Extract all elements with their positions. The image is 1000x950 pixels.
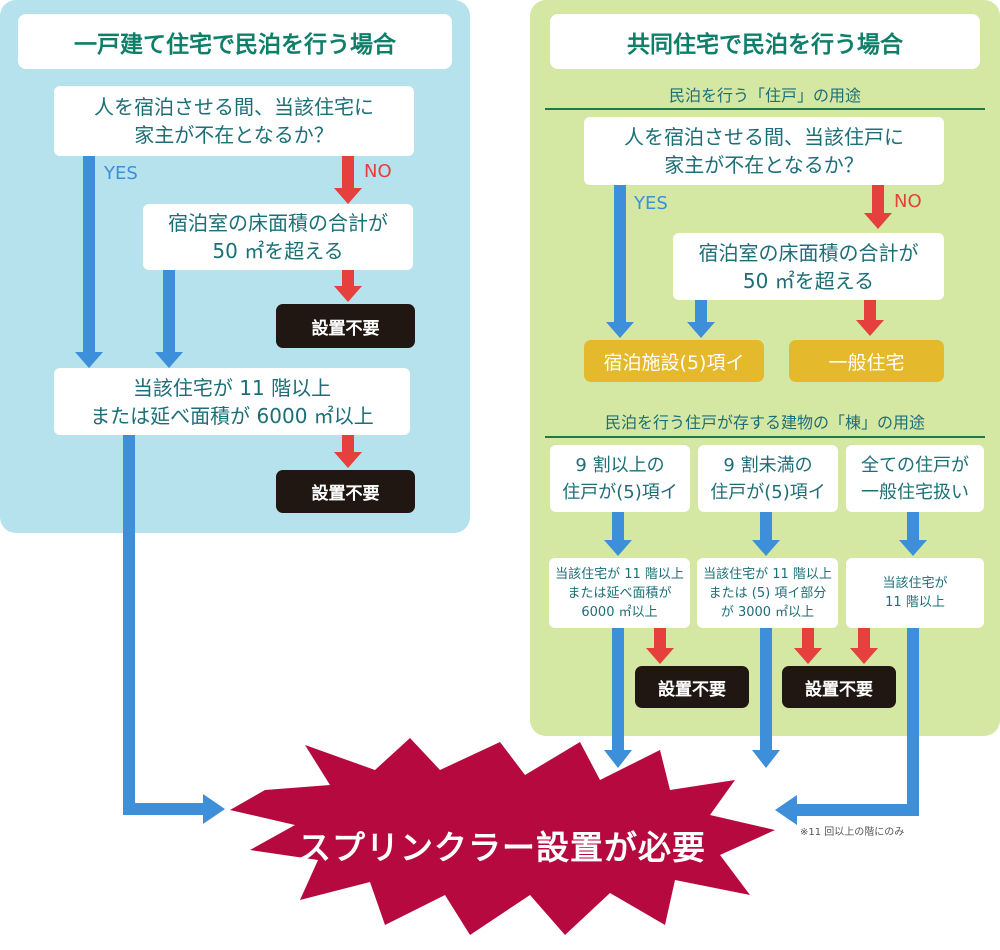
section-building-use: 民泊を行う住戸が存する建物の「棟」の用途: [604, 413, 925, 432]
red-arrows: [334, 155, 892, 664]
left-question-host-absent: 人を宿泊させる間、当該住宅に 家主が不在となるか？: [54, 86, 414, 156]
result-general-housing: 一般住宅: [789, 340, 944, 382]
detached-house-title: 一戸建て住宅で民泊を行う場合: [18, 14, 452, 69]
col2-condition: 当該住宅が 11 階以上 または (5) 項イ部分 が 3000 ㎡以上: [697, 558, 838, 628]
right-yes-label: YES: [634, 193, 668, 214]
result-accommodation-5i: 宿泊施設(5)項イ: [584, 340, 764, 382]
section-unit-rule: [545, 108, 985, 110]
right-not-required-1: 設置不要: [635, 666, 749, 708]
apartment-title: 共同住宅で民泊を行う場合: [550, 14, 980, 69]
left-not-required-2: 設置不要: [276, 470, 415, 513]
left-question-floor-area: 宿泊室の床面積の合計が 50 ㎡を超える: [143, 204, 413, 270]
burst-shape: [230, 738, 775, 935]
sprinkler-required-result: スプリンクラー設置が必要: [298, 828, 706, 867]
col2-under-90-percent: 9 割未満の 住戸が(5)項イ: [698, 445, 838, 512]
section-unit-use: 民泊を行う「住戸」の用途: [668, 86, 861, 105]
col3-all-general: 全ての住戸が 一般住宅扱い: [846, 445, 984, 512]
right-no-label: NO: [894, 191, 922, 212]
blue-arrows: [75, 155, 927, 825]
col1-over-90-percent: 9 割以上の 住戸が(5)項イ: [550, 445, 690, 512]
col1-condition: 当該住宅が 11 階以上 または延べ面積が 6000 ㎡以上: [549, 558, 690, 628]
right-question-floor-area: 宿泊室の床面積の合計が 50 ㎡を超える: [673, 233, 944, 300]
left-yes-label: YES: [104, 163, 138, 184]
right-not-required-2: 設置不要: [782, 666, 896, 708]
col3-condition: 当該住宅が 11 階以上: [846, 558, 984, 628]
floor-note: ※11 回以上の階にのみ: [800, 827, 905, 838]
right-question-host-absent: 人を宿泊させる間、当該住戸に 家主が不在となるか？: [584, 117, 944, 185]
left-question-floors-area: 当該住宅が 11 階以上 または延べ面積が 6000 ㎡以上: [54, 368, 410, 435]
left-no-label: NO: [364, 161, 392, 182]
left-not-required-1: 設置不要: [276, 304, 415, 348]
section-building-rule: [545, 436, 985, 438]
